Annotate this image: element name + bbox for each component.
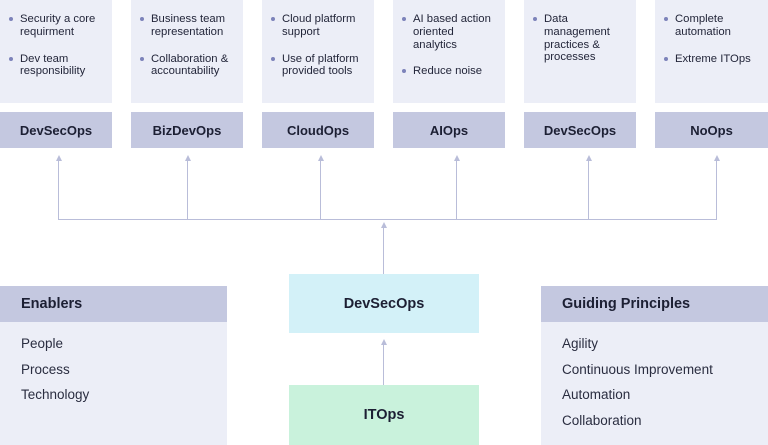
tile-cloudops: CloudOps — [262, 112, 374, 148]
connector-vertical — [588, 158, 589, 220]
enabler-item: People — [21, 336, 64, 351]
bullet-item: Collaboration & accountability — [140, 53, 233, 79]
top-card-devsecops-2: Data management practices & processes — [524, 0, 636, 103]
bullet-item: Complete automation — [664, 13, 758, 39]
top-card-bizdevops: Business team representation Collaborati… — [131, 0, 243, 103]
connector-vertical — [187, 158, 188, 220]
tile-bizdevops: BizDevOps — [131, 112, 243, 148]
enabler-item: Technology — [21, 387, 90, 402]
tile-aiops: AIOps — [393, 112, 505, 148]
arrow-up-icon — [454, 155, 460, 161]
bullet-item: Reduce noise — [402, 65, 495, 78]
arrow-up-icon — [586, 155, 592, 161]
connector-trunk — [383, 343, 384, 385]
connector-vertical — [58, 158, 59, 220]
enabler-item: Process — [21, 361, 70, 377]
connector-vertical — [320, 158, 321, 220]
bullet-item: AI based action oriented analytics — [402, 13, 495, 51]
arrow-up-icon — [714, 155, 720, 161]
bullet-item: Business team representation — [140, 13, 233, 39]
tile-devsecops-2: DevSecOps — [524, 112, 636, 148]
connector-trunk — [383, 226, 384, 274]
bullet-item: Extreme ITOps — [664, 53, 758, 66]
principle-item: Agility — [562, 336, 599, 351]
bullet-item: Cloud platform support — [271, 13, 364, 39]
arrow-up-icon — [185, 155, 191, 161]
bullet-item: Dev team responsibility — [9, 53, 102, 79]
devsecops-box: DevSecOps — [289, 274, 479, 333]
top-card-noops: Complete automation Extreme ITOps — [655, 0, 768, 103]
top-card-devsecops-1: Security a core requirment Dev team resp… — [0, 0, 112, 103]
top-card-cloudops: Cloud platform support Use of platform p… — [262, 0, 374, 103]
top-card-aiops: AI based action oriented analytics Reduc… — [393, 0, 505, 103]
arrow-up-icon — [381, 339, 387, 345]
arrow-up-icon — [56, 155, 62, 161]
guiding-principles-list: Agility Continuous Improvement Automatio… — [541, 322, 768, 445]
enablers-title: Enablers — [0, 286, 227, 322]
bullet-item: Security a core requirment — [9, 13, 102, 39]
guiding-principles-title: Guiding Principles — [541, 286, 768, 322]
arrow-up-icon — [381, 222, 387, 228]
arrow-up-icon — [318, 155, 324, 161]
itops-box: ITOps — [289, 385, 479, 445]
connector-vertical — [456, 158, 457, 220]
tile-devsecops-1: DevSecOps — [0, 112, 112, 148]
connector-vertical — [716, 158, 717, 220]
principle-item: Collaboration — [562, 412, 642, 428]
principle-item: Continuous Improvement — [562, 361, 713, 377]
tile-noops: NoOps — [655, 112, 768, 148]
connector-horizontal — [58, 219, 717, 220]
bullet-item: Data management practices & processes — [533, 13, 626, 64]
enablers-list: People Process Technology — [0, 322, 227, 445]
principle-item: Automation — [562, 387, 631, 402]
bullet-item: Use of platform provided tools — [271, 53, 364, 79]
